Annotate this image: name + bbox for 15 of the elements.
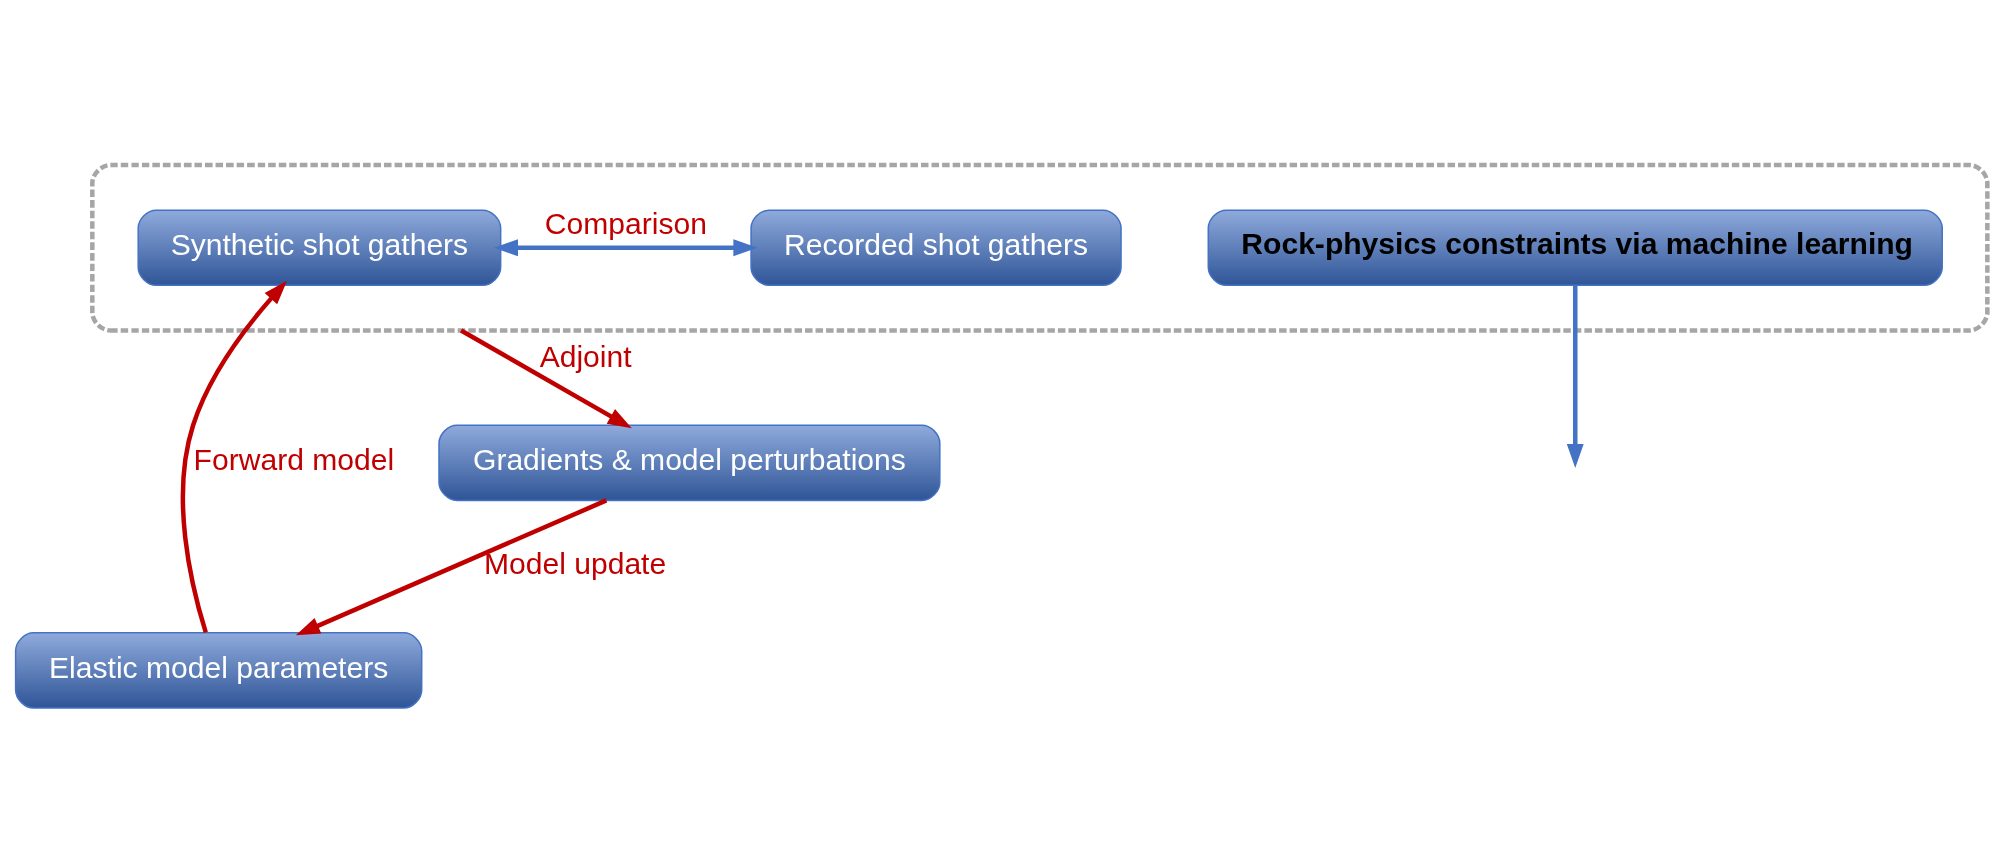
arrow <box>460 328 632 428</box>
arrow <box>295 497 608 635</box>
edge-label: Adjoint <box>539 339 632 373</box>
arrow <box>493 238 758 256</box>
node-box: Recorded shot gathers <box>750 208 1122 286</box>
edge-label: Comparison <box>544 206 707 240</box>
node-box: Rock-physics constraints via machine learning <box>1207 208 1943 286</box>
arrow <box>180 280 288 633</box>
edge-label: Forward model <box>193 442 395 476</box>
arrow <box>1566 285 1584 468</box>
edge-label: Model update <box>484 546 667 580</box>
cluster <box>90 162 1990 333</box>
node-box: Synthetic shot gathers <box>137 208 502 286</box>
node-box: Gradients & model perturbations <box>438 424 941 501</box>
node-box: Elastic model parameters <box>14 631 423 709</box>
